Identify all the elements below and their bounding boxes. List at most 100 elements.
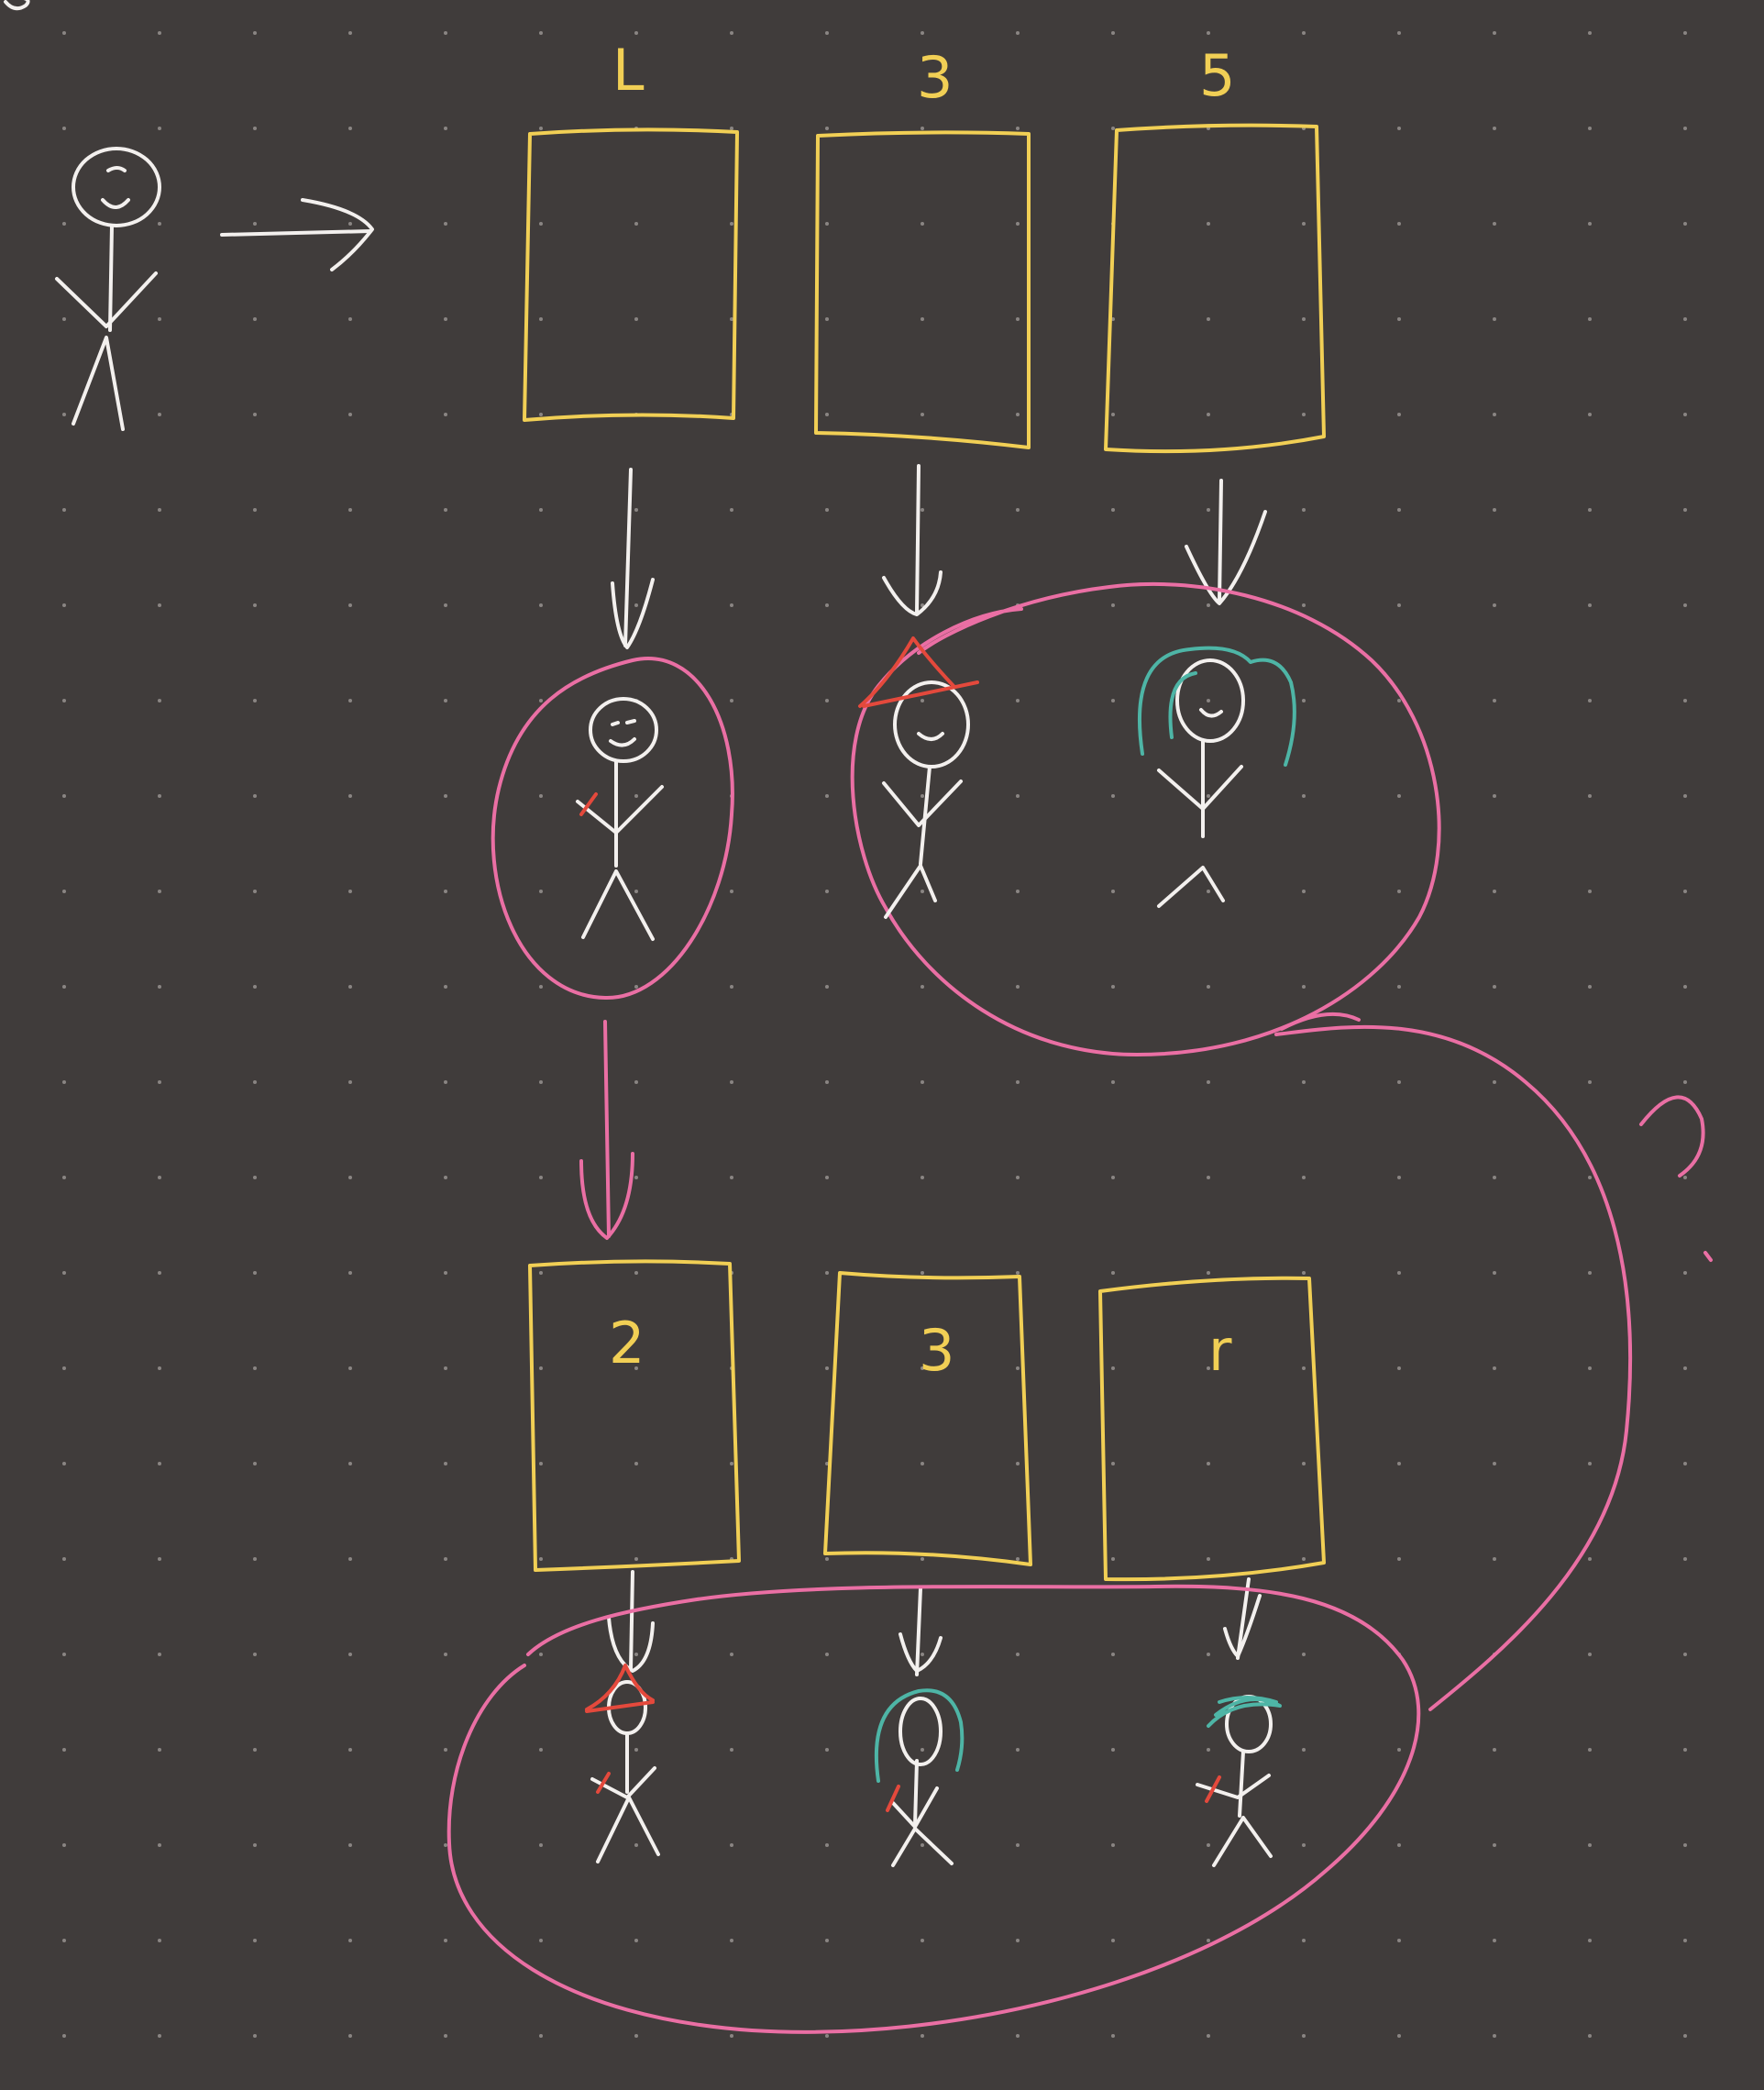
grid-dot bbox=[1493, 317, 1496, 321]
box-top-1-label: L bbox=[612, 37, 645, 104]
arrow-right bbox=[220, 198, 374, 271]
grid-dot bbox=[1111, 2034, 1115, 2038]
grid-dot bbox=[62, 2034, 66, 2038]
grid-dot bbox=[539, 1748, 543, 1752]
grid-dot bbox=[1588, 1843, 1592, 1847]
grid-dot bbox=[825, 699, 829, 702]
grid-dot bbox=[253, 1176, 257, 1179]
grid-dot bbox=[348, 222, 352, 226]
grid-dot bbox=[62, 222, 66, 226]
grid-dot bbox=[1302, 1843, 1306, 1847]
grid-dot bbox=[253, 603, 257, 607]
grid-dot bbox=[348, 985, 352, 989]
arrow-down-bottom-3 bbox=[1223, 1577, 1262, 1660]
grid-dot bbox=[1588, 1939, 1592, 1942]
grid-dot bbox=[1016, 1462, 1020, 1465]
grid-dot bbox=[1207, 508, 1210, 512]
grid-dot bbox=[253, 890, 257, 893]
grid-dot bbox=[444, 1271, 447, 1275]
grid-dot bbox=[921, 1366, 924, 1370]
grid-dot bbox=[1302, 1366, 1306, 1370]
grid-dot bbox=[1683, 2034, 1687, 2038]
grid-dot bbox=[1111, 1939, 1115, 1942]
grid-dot bbox=[1111, 890, 1115, 893]
grid-dot bbox=[1397, 1271, 1401, 1275]
grid-dot bbox=[539, 1557, 543, 1561]
grid-dot bbox=[921, 1271, 924, 1275]
grid-dot bbox=[921, 1843, 924, 1847]
grid-dot bbox=[1016, 413, 1020, 416]
grid-dot bbox=[1397, 1748, 1401, 1752]
grid-dot bbox=[1207, 1176, 1210, 1179]
grid-dot bbox=[1397, 985, 1401, 989]
grid-dot bbox=[62, 1366, 66, 1370]
grid-dot bbox=[1493, 1366, 1496, 1370]
grid-dot bbox=[539, 222, 543, 226]
grid-dot bbox=[1588, 603, 1592, 607]
grid-dot bbox=[539, 413, 543, 416]
grid-dot bbox=[1016, 1748, 1020, 1752]
grid-dot bbox=[1683, 1843, 1687, 1847]
grid-dot bbox=[825, 1366, 829, 1370]
grid-dot bbox=[348, 1176, 352, 1179]
grid-dot bbox=[158, 508, 161, 512]
grid-dot bbox=[1588, 1748, 1592, 1752]
grid-dot bbox=[1207, 794, 1210, 798]
grid-dot bbox=[1493, 794, 1496, 798]
box-top-1 bbox=[523, 127, 739, 422]
grid-dot bbox=[1111, 699, 1115, 702]
grid-dot bbox=[1207, 31, 1210, 35]
stick-figure-c bbox=[1138, 646, 1296, 908]
grid-dot bbox=[825, 1271, 829, 1275]
grid-dot bbox=[1588, 1366, 1592, 1370]
grid-dot bbox=[1493, 1939, 1496, 1942]
grid-dot bbox=[1397, 603, 1401, 607]
grid-dot bbox=[158, 127, 161, 130]
grid-dot bbox=[921, 508, 924, 512]
grid-dot bbox=[1207, 1462, 1210, 1465]
grid-dot bbox=[1302, 1271, 1306, 1275]
grid-dot bbox=[1493, 1843, 1496, 1847]
grid-dot bbox=[158, 413, 161, 416]
grid-dot bbox=[1683, 1080, 1687, 1084]
grid-dot bbox=[1493, 31, 1496, 35]
grid-dot bbox=[348, 317, 352, 321]
grid-dot bbox=[634, 985, 638, 989]
grid-dot bbox=[348, 890, 352, 893]
grid-dot bbox=[539, 31, 543, 35]
grid-dot bbox=[253, 1653, 257, 1656]
grid-dot bbox=[1683, 603, 1687, 607]
grid-dot bbox=[1683, 1748, 1687, 1752]
grid-dot bbox=[1397, 222, 1401, 226]
box-bottom-2 bbox=[823, 1271, 1032, 1566]
grid-dot bbox=[62, 1939, 66, 1942]
grid-dot bbox=[730, 1748, 733, 1752]
grid-dot bbox=[1016, 1176, 1020, 1179]
grid-dot bbox=[539, 2034, 543, 2038]
grid-dot bbox=[1493, 1748, 1496, 1752]
grid-dot bbox=[62, 317, 66, 321]
grid-dot bbox=[253, 794, 257, 798]
grid-dot bbox=[348, 1271, 352, 1275]
grid-dot bbox=[158, 317, 161, 321]
grid-dot bbox=[1302, 890, 1306, 893]
grid-dot bbox=[1207, 699, 1210, 702]
grid-dot bbox=[539, 127, 543, 130]
grid-dot bbox=[348, 794, 352, 798]
grid-dot bbox=[539, 1462, 543, 1465]
grid-dot bbox=[1207, 1939, 1210, 1942]
grid-dot bbox=[539, 699, 543, 702]
grid-dot bbox=[634, 508, 638, 512]
grid-dot bbox=[1588, 794, 1592, 798]
group-loop-bottom bbox=[447, 1024, 1632, 2034]
grid-dot bbox=[1302, 699, 1306, 702]
grid-dot bbox=[253, 1843, 257, 1847]
grid-dot bbox=[730, 1653, 733, 1656]
grid-dot bbox=[921, 603, 924, 607]
grid-dot bbox=[634, 1939, 638, 1942]
grid-dot bbox=[1111, 1176, 1115, 1179]
grid-dot bbox=[1683, 222, 1687, 226]
grid-dot bbox=[348, 699, 352, 702]
grid-dot bbox=[158, 1557, 161, 1561]
